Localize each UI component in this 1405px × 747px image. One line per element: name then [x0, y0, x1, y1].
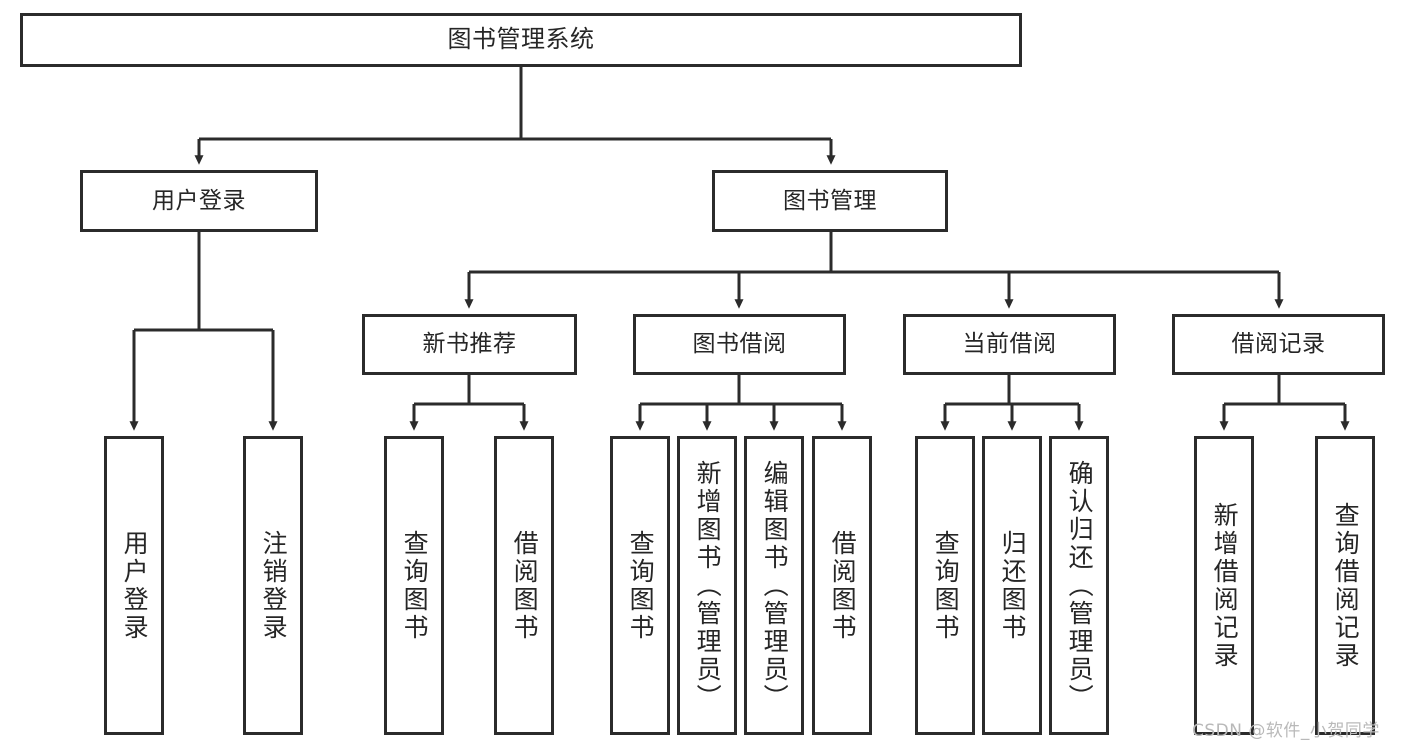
edge-user-login-to-leaves: [129, 232, 278, 431]
leaf-query-book-borrow[interactable]: 查询图书: [610, 436, 670, 735]
edge-current-borrow-to-leaves: [940, 375, 1084, 431]
node-label: 用户登录: [120, 529, 150, 642]
leaf-borrow-book-recommend[interactable]: 借阅图书: [494, 436, 554, 735]
node-new-book-recommend[interactable]: 新书推荐: [362, 314, 577, 375]
leaf-user-login[interactable]: 用户登录: [104, 436, 164, 735]
edge-new-book-to-leaves: [409, 375, 529, 431]
node-label: 编辑图书（管理员）: [760, 459, 790, 712]
leaf-borrow-book[interactable]: 借阅图书: [812, 436, 872, 735]
node-current-borrow[interactable]: 当前借阅: [903, 314, 1116, 375]
node-label: 图书管理系统: [447, 25, 595, 54]
node-label: 归还图书: [998, 529, 1028, 642]
node-label: 查询借阅记录: [1331, 501, 1361, 670]
node-label: 确认归还（管理员）: [1065, 459, 1095, 712]
leaf-confirm-return[interactable]: 确认归还（管理员）: [1049, 436, 1109, 735]
leaf-query-borrow-record[interactable]: 查询借阅记录: [1315, 436, 1375, 735]
edge-book-borrow-to-leaves: [635, 375, 847, 431]
leaf-return-book[interactable]: 归还图书: [982, 436, 1042, 735]
csdn-watermark: CSDN @软件_小贺同学: [1192, 721, 1380, 741]
node-label: 借阅图书: [510, 529, 540, 642]
edge-root-to-level2: [194, 67, 836, 165]
node-book-management[interactable]: 图书管理: [712, 170, 948, 232]
edge-book-manage-to-level3: [464, 232, 1284, 309]
leaf-edit-book[interactable]: 编辑图书（管理员）: [744, 436, 804, 735]
node-label: 借阅记录: [1231, 331, 1326, 358]
node-borrow-record[interactable]: 借阅记录: [1172, 314, 1385, 375]
node-label: 注销登录: [259, 529, 289, 642]
leaf-query-book-recommend[interactable]: 查询图书: [384, 436, 444, 735]
node-book-borrow[interactable]: 图书借阅: [633, 314, 846, 375]
node-label: 查询图书: [400, 529, 430, 642]
edge-borrow-record-to-leaves: [1219, 375, 1350, 431]
node-root-book-management-system[interactable]: 图书管理系统: [20, 13, 1022, 67]
node-user-login[interactable]: 用户登录: [80, 170, 318, 232]
node-label: 借阅图书: [828, 529, 858, 642]
node-label: 图书借阅: [692, 331, 787, 358]
leaf-add-borrow-record[interactable]: 新增借阅记录: [1194, 436, 1254, 735]
node-label: 新增借阅记录: [1210, 501, 1240, 670]
leaf-logout-login[interactable]: 注销登录: [243, 436, 303, 735]
node-label: 查询图书: [626, 529, 656, 642]
leaf-query-book-current[interactable]: 查询图书: [915, 436, 975, 735]
node-label: 查询图书: [931, 529, 961, 642]
node-label: 新增图书（管理员）: [693, 459, 723, 712]
node-label: 用户登录: [152, 187, 246, 214]
leaf-add-book[interactable]: 新增图书（管理员）: [677, 436, 737, 735]
node-label: 新书推荐: [422, 331, 517, 358]
node-label: 当前借阅: [962, 331, 1057, 358]
node-label: 图书管理: [783, 187, 877, 214]
